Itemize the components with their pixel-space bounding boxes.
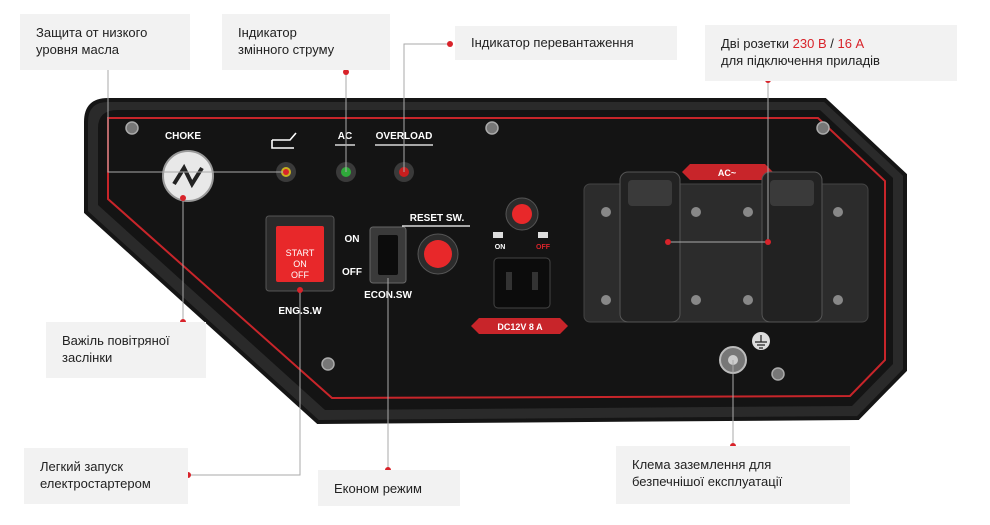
callout-choke-line1: Важіль повітряної bbox=[62, 333, 170, 348]
econ-on-label: ON bbox=[345, 234, 360, 245]
callout-ac-line1: Індикатор bbox=[238, 25, 297, 40]
callout-choke-line2: заслінки bbox=[62, 350, 113, 365]
engine-start-switch bbox=[276, 226, 324, 282]
choke-symbol-icon bbox=[172, 163, 204, 189]
callout-econ-mode: Економ режим bbox=[318, 470, 460, 506]
reset-label: RESET SW. bbox=[410, 213, 465, 224]
callout-ground-line2: безпечнішої експлуатації bbox=[632, 474, 783, 489]
callout-sockets-pre: Дві розетки bbox=[721, 36, 793, 51]
socket-left bbox=[601, 171, 701, 323]
dc-breaker-button bbox=[512, 204, 532, 224]
reset-button bbox=[424, 240, 452, 268]
callout-sockets-voltage: 230 В bbox=[792, 36, 827, 51]
callout-choke: Важіль повітряної заслінки bbox=[46, 322, 206, 378]
econ-off-label: OFF bbox=[342, 267, 362, 278]
screw-icon bbox=[125, 121, 830, 381]
callout-ground: Клема заземлення для безпечнішої експлуа… bbox=[616, 446, 850, 504]
callout-starter-line2: електростартером bbox=[40, 476, 151, 491]
callout-ground-line1: Клема заземлення для bbox=[632, 457, 772, 472]
econ-switch bbox=[378, 235, 398, 275]
callout-sockets-slash: / bbox=[826, 36, 838, 51]
callout-oil-line2: уровня масла bbox=[36, 42, 120, 57]
callout-sockets: Дві розетки 230 В / 16 А для підключення… bbox=[705, 25, 957, 81]
callout-starter-line1: Легкий запуск bbox=[40, 459, 124, 474]
callout-oil-line1: Защита от низкого bbox=[36, 25, 148, 40]
dc-tag bbox=[471, 318, 568, 334]
socket-right bbox=[743, 171, 843, 323]
callout-overload-text: Індикатор перевантаження bbox=[471, 35, 634, 50]
oil-can-icon bbox=[271, 132, 297, 149]
start-on-label: ON bbox=[293, 259, 307, 269]
ac-label: AC bbox=[338, 131, 352, 142]
ac-tag bbox=[682, 164, 773, 180]
ac-tag-label: AC~ bbox=[718, 168, 736, 178]
callout-overload-indicator: Індикатор перевантаження bbox=[455, 26, 677, 60]
choke-label: CHOKE bbox=[165, 131, 201, 142]
callout-oil-protection: Защита от низкого уровня масла bbox=[20, 14, 190, 70]
callout-sockets-line2: для підключення приладів bbox=[721, 53, 880, 68]
dc-on-label: ON bbox=[495, 244, 506, 251]
callout-sockets-current: 16 А bbox=[837, 36, 865, 51]
start-label: START bbox=[286, 248, 315, 258]
dc-tag-label: DC12V 8 A bbox=[497, 322, 543, 332]
dc-off-label: OFF bbox=[536, 244, 551, 251]
start-off-label: OFF bbox=[291, 270, 309, 280]
dc-outlet bbox=[493, 257, 551, 309]
callout-econ-text: Економ режим bbox=[334, 481, 422, 496]
callout-electric-start: Легкий запуск електростартером bbox=[24, 448, 188, 504]
callout-ac-line2: змінного струму bbox=[238, 42, 335, 57]
callout-ac-indicator: Індикатор змінного струму bbox=[222, 14, 390, 70]
